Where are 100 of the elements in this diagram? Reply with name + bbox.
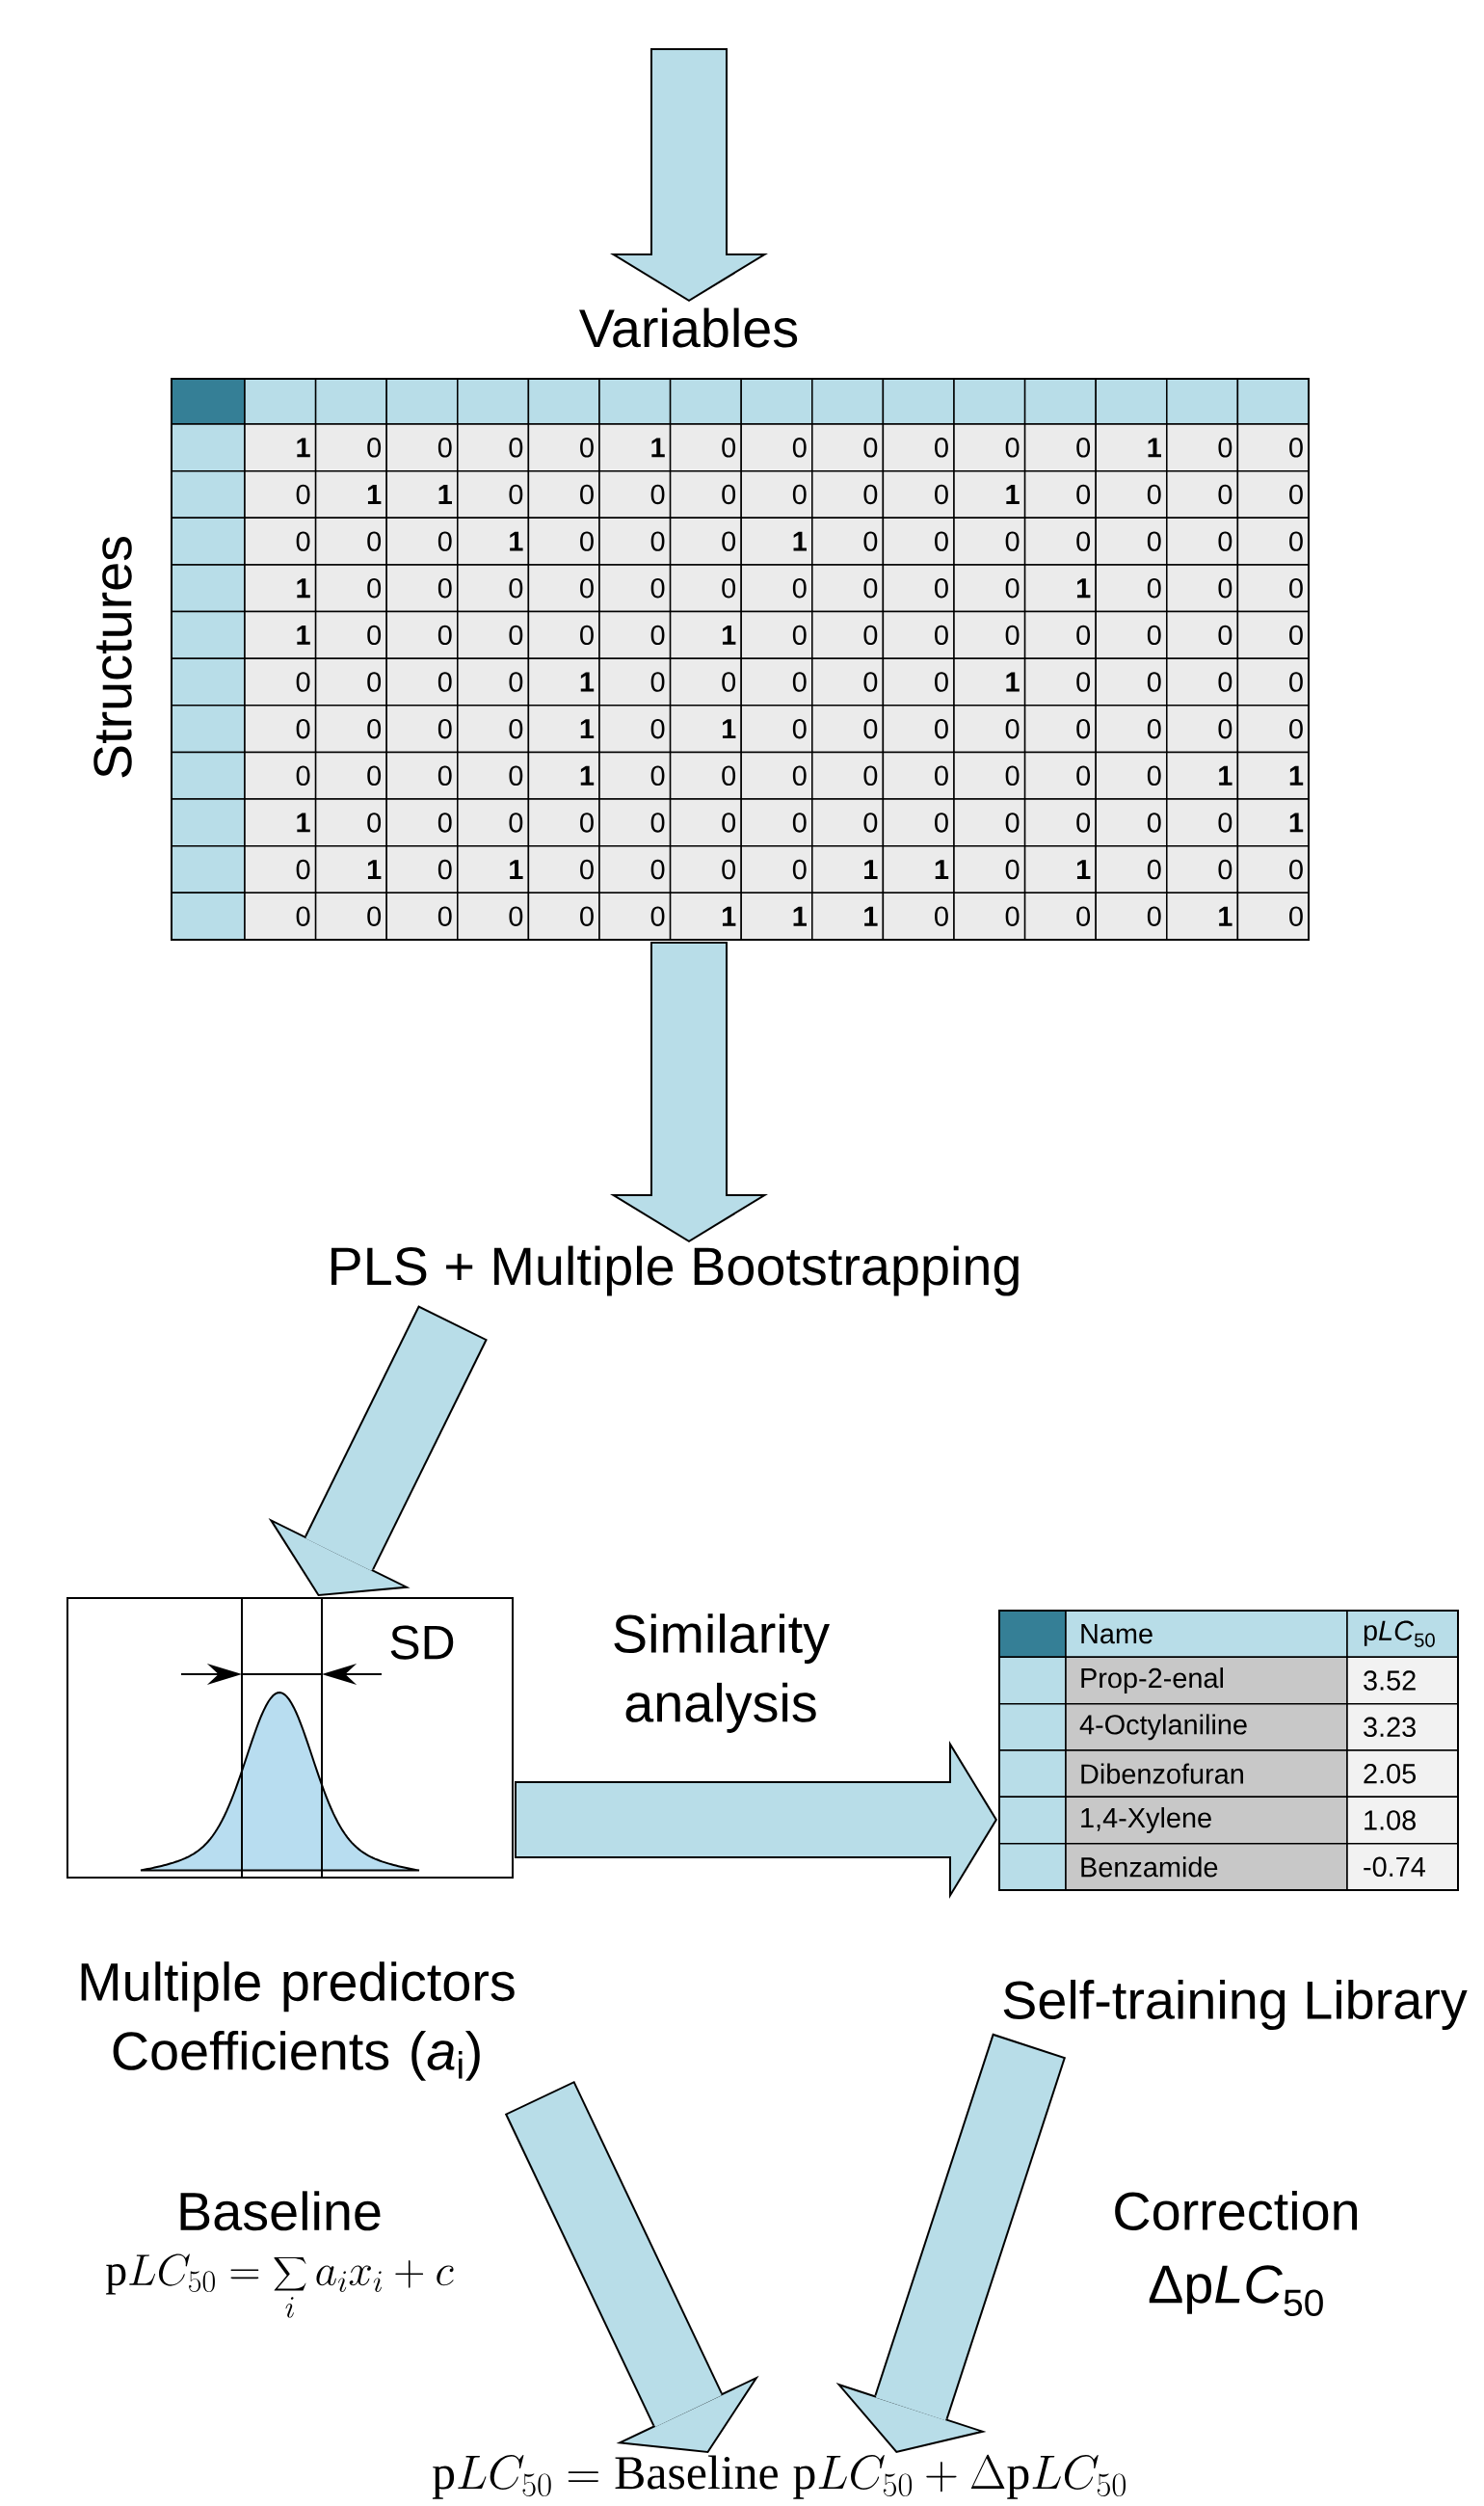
matrix-cell: 0	[882, 705, 955, 754]
matrix-cell: 1	[1166, 751, 1239, 800]
matrix-cell: 0	[811, 657, 885, 706]
matrix-cell: 0	[669, 751, 742, 800]
matrix-cell: 0	[882, 469, 955, 520]
matrix-cell: 1	[882, 845, 955, 894]
matrix-cell: 0	[1023, 517, 1097, 566]
matrix-cell: 0	[1166, 845, 1239, 894]
matrix-cell: 0	[882, 610, 955, 659]
matrix-cell: 0	[527, 517, 600, 566]
matrix-cell: 0	[598, 610, 672, 659]
matrix-cell: 0	[457, 751, 530, 800]
matrix-cell: 0	[1095, 798, 1168, 847]
matrix-cell: 0	[385, 705, 459, 754]
matrix-cell: 0	[953, 517, 1026, 566]
matrix-cell: 0	[953, 705, 1026, 754]
matrix-cell: 0	[244, 892, 317, 941]
matrix-cell: 0	[385, 517, 459, 566]
matrix-cell: 0	[1236, 845, 1310, 894]
matrix-cell: 0	[385, 845, 459, 894]
matrix-cell: 0	[244, 705, 317, 754]
matrix-cell: 1	[811, 845, 885, 894]
matrix-cell: 0	[740, 564, 813, 613]
matrix-cell: 0	[457, 469, 530, 520]
block-arrow	[268, 1305, 488, 1596]
matrix-cell: 0	[314, 705, 387, 754]
matrix-cell: 1	[1023, 564, 1097, 613]
matrix-cell: 0	[457, 705, 530, 754]
matrix-cell: 1	[1166, 892, 1239, 941]
matrix-cell: 0	[882, 892, 955, 941]
matrix-cell: 1	[457, 517, 530, 566]
matrix-cell: 0	[598, 517, 672, 566]
matrix-cell: 0	[669, 469, 742, 520]
table-cell: $\text{p\textit{LC}}_{\text{50}}$	[1346, 1610, 1459, 1659]
matrix-cell: 0	[953, 423, 1026, 472]
matrix-cell: 0	[882, 751, 955, 800]
matrix-cell: 0	[1166, 610, 1239, 659]
matrix-cell: 1	[385, 469, 459, 520]
matrix-cell: 0	[1166, 469, 1239, 520]
matrix-cell: 1	[669, 892, 742, 941]
matrix-cell: 0	[669, 798, 742, 847]
matrix-cell: 0	[244, 845, 317, 894]
formula-label: Correction $\text{Δp\textit{LC}}_{\text{50}}$	[1115, 2191, 1357, 2317]
matrix-cell: 0	[527, 469, 600, 520]
matrix-cell: 0	[882, 798, 955, 847]
matrix-cell: 0	[669, 657, 742, 706]
matrix-cell: 0	[1023, 469, 1097, 520]
matrix-cell: 0	[385, 657, 459, 706]
matrix-cell: 1	[953, 469, 1026, 520]
matrix-cell: 0	[953, 798, 1026, 847]
matrix-cell: 0	[1166, 798, 1239, 847]
matrix-cell: 0	[598, 564, 672, 613]
matrix-cell: 0	[314, 517, 387, 566]
matrix-cell: 0	[314, 798, 387, 847]
table-cell: 3.52	[1346, 1656, 1459, 1705]
matrix-cell: 1	[1095, 423, 1168, 472]
matrix-cell: 0	[669, 564, 742, 613]
matrix-cell: 1	[669, 610, 742, 659]
matrix-cell: 0	[244, 751, 317, 800]
table-heading: Variables	[579, 307, 798, 348]
block-arrow	[504, 2080, 759, 2453]
matrix-cell: 0	[811, 705, 885, 754]
matrix-cell: 0	[669, 845, 742, 894]
matrix-cell: 0	[1023, 798, 1097, 847]
matrix-cell: 1	[244, 798, 317, 847]
table-cell: Benzamide	[1065, 1842, 1348, 1891]
matrix-cell: 0	[598, 751, 672, 800]
matrix-cell: 0	[598, 892, 672, 941]
matrix-cell: 0	[811, 423, 885, 472]
matrix-cell: 1	[1023, 845, 1097, 894]
matrix-cell: 0	[811, 564, 885, 613]
block-arrow	[610, 942, 768, 1242]
matrix-cell: 0	[1095, 517, 1168, 566]
matrix-cell: 1	[811, 892, 885, 941]
table-cell: -0.74	[1346, 1842, 1459, 1891]
result-formula: $\mathrm{p}LC_{50} = \mathrm{Baseline}\ \mathrm{p}LC_{50} + \Delta\mathrm{p}LC_{50}$	[432, 2454, 1126, 2499]
matrix-cell: 0	[740, 751, 813, 800]
matrix-cell: 0	[1023, 610, 1097, 659]
matrix-cell: 1	[598, 423, 672, 472]
table-cell: 3.23	[1346, 1702, 1459, 1751]
block-arrow	[610, 48, 768, 302]
matrix-cell: 0	[1166, 517, 1239, 566]
matrix-cell: 0	[314, 892, 387, 941]
matrix-cell: 0	[669, 517, 742, 566]
matrix-cell: 0	[385, 798, 459, 847]
matrix-cell: 0	[1095, 610, 1168, 659]
matrix-cell: 0	[1095, 657, 1168, 706]
matrix-cell: 0	[1166, 657, 1239, 706]
matrix-cell: 0	[527, 845, 600, 894]
matrix-cell: 0	[811, 610, 885, 659]
matrix-cell: 0	[527, 798, 600, 847]
matrix-cell: 0	[385, 564, 459, 613]
matrix-cell: 0	[1023, 892, 1097, 941]
matrix-cell: 1	[244, 423, 317, 472]
matrix-cell: 0	[740, 610, 813, 659]
matrix-cell: 1	[740, 517, 813, 566]
matrix-cell: 0	[1095, 564, 1168, 613]
formula-label: Baseline $\mathrm{p}LC_{50} = \sum_{i} a_{i} x_{i} + c$	[106, 2191, 454, 2318]
matrix-cell: 0	[953, 610, 1026, 659]
block-arrow	[515, 1741, 997, 1899]
